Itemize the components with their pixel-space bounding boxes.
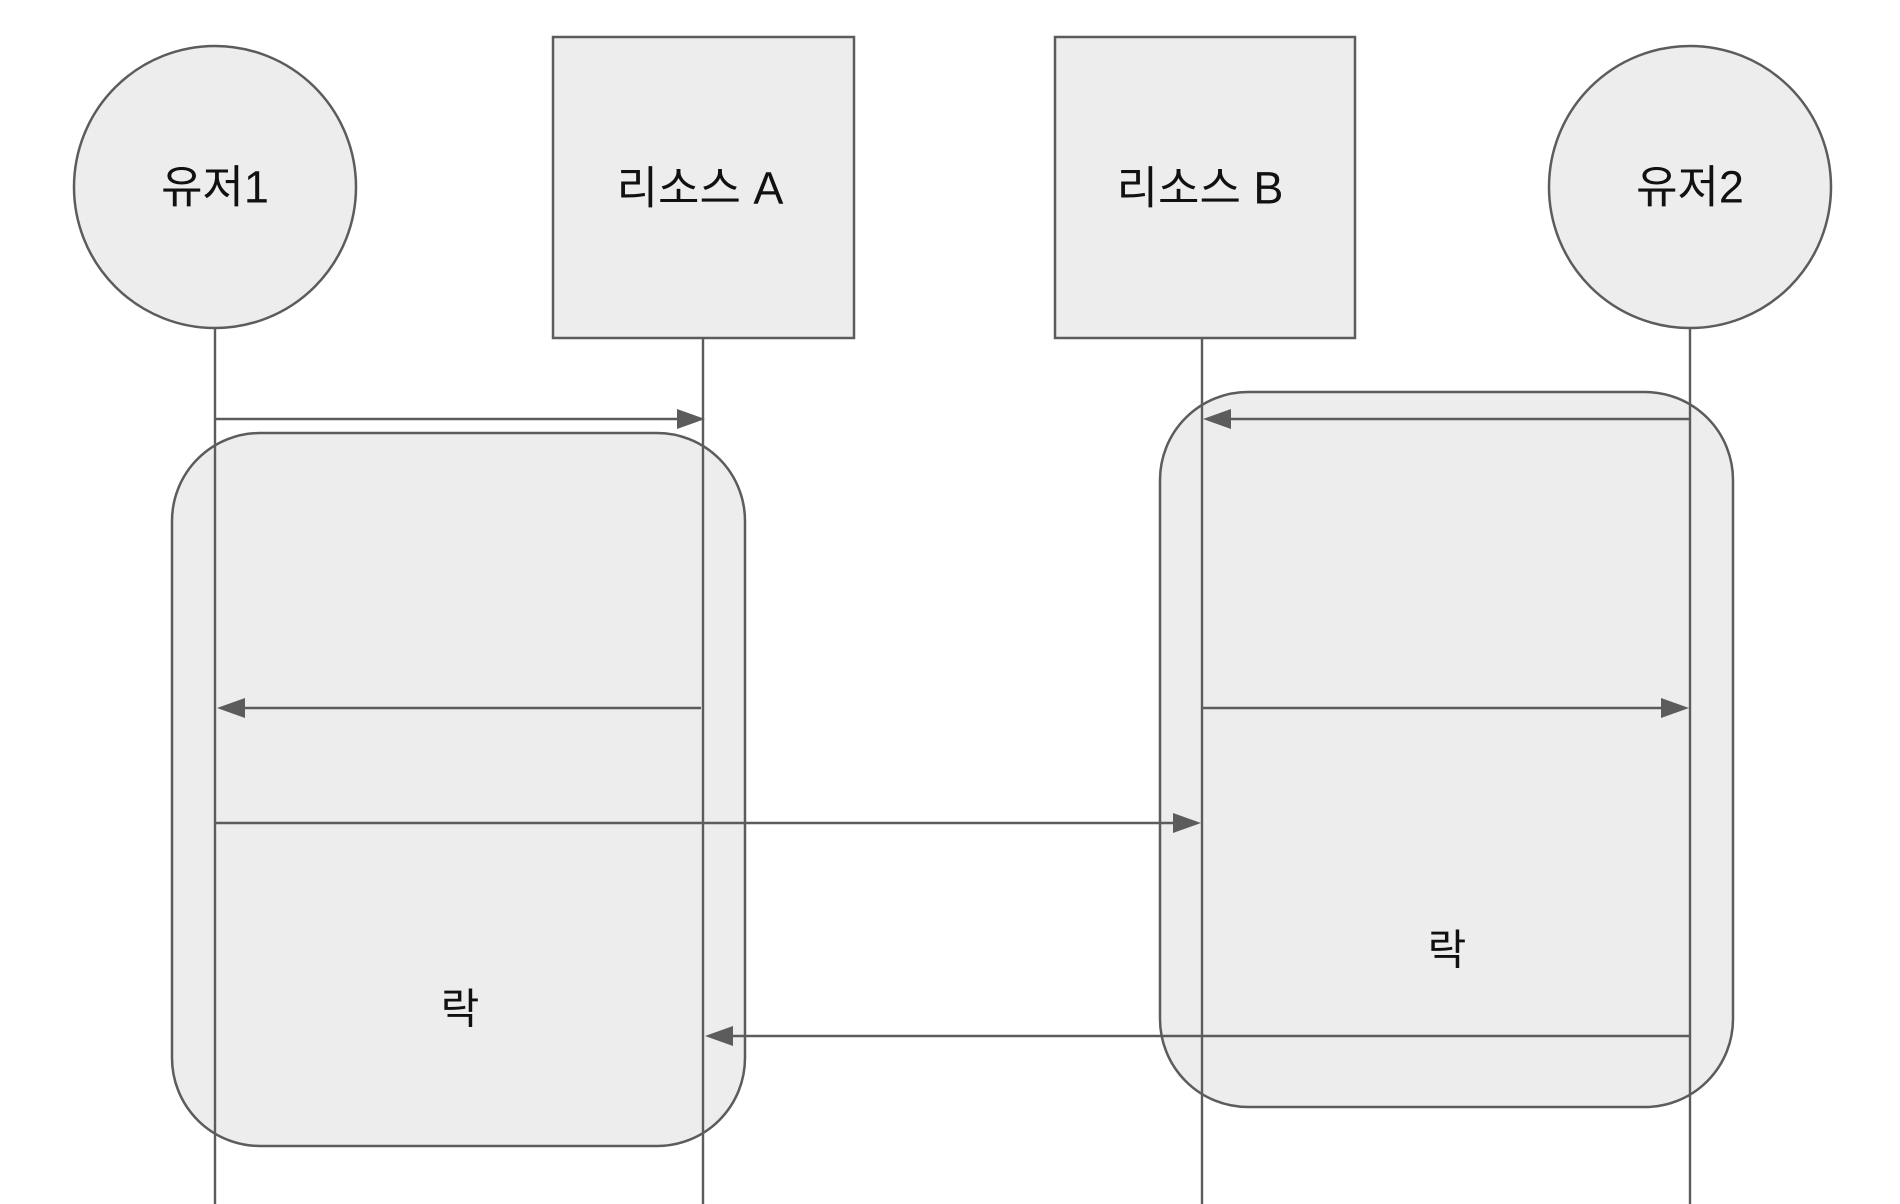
lock-region-left (170, 431, 747, 1148)
arrowhead-left-icon (217, 698, 245, 718)
lock-label-left: 락 (441, 986, 480, 1033)
actor-user1-circle (72, 44, 358, 330)
arrow-user1-to-resourceB (216, 813, 1201, 833)
arrowhead-right-icon (1661, 698, 1689, 718)
actor-resourceA: 리소스 A (551, 35, 856, 340)
actor-user2-circle (1547, 44, 1833, 330)
arrow-user2-to-resourceB (1203, 409, 1690, 429)
actor-resourceB-label: 리소스 B (1117, 163, 1284, 214)
arrowhead-right-icon (1173, 813, 1201, 833)
actor-user1: 유저1 (72, 44, 358, 330)
lock-region-right (1158, 390, 1735, 1109)
actor-resourceB-rect (1053, 35, 1357, 340)
actor-resourceA-label: 리소스 A (617, 163, 784, 214)
arrow-user2-to-resourceA (705, 1026, 1689, 1046)
arrow-resourceA-to-user1 (217, 698, 701, 718)
lock-label-right: 락 (1428, 927, 1467, 974)
arrowhead-left-icon (1203, 409, 1231, 429)
arrowhead-right-icon (677, 409, 705, 429)
actor-user1-label: 유저1 (161, 162, 269, 213)
arrowhead-left-icon (705, 1026, 733, 1046)
actor-resourceA-rect (551, 35, 856, 340)
actor-user2-label: 유저2 (1636, 162, 1744, 213)
actor-user2: 유저2 (1547, 44, 1833, 330)
arrow-user1-to-resourceA (216, 409, 705, 429)
actor-resourceB: 리소스 B (1053, 35, 1357, 340)
arrow-resourceB-to-user2 (1203, 698, 1689, 718)
